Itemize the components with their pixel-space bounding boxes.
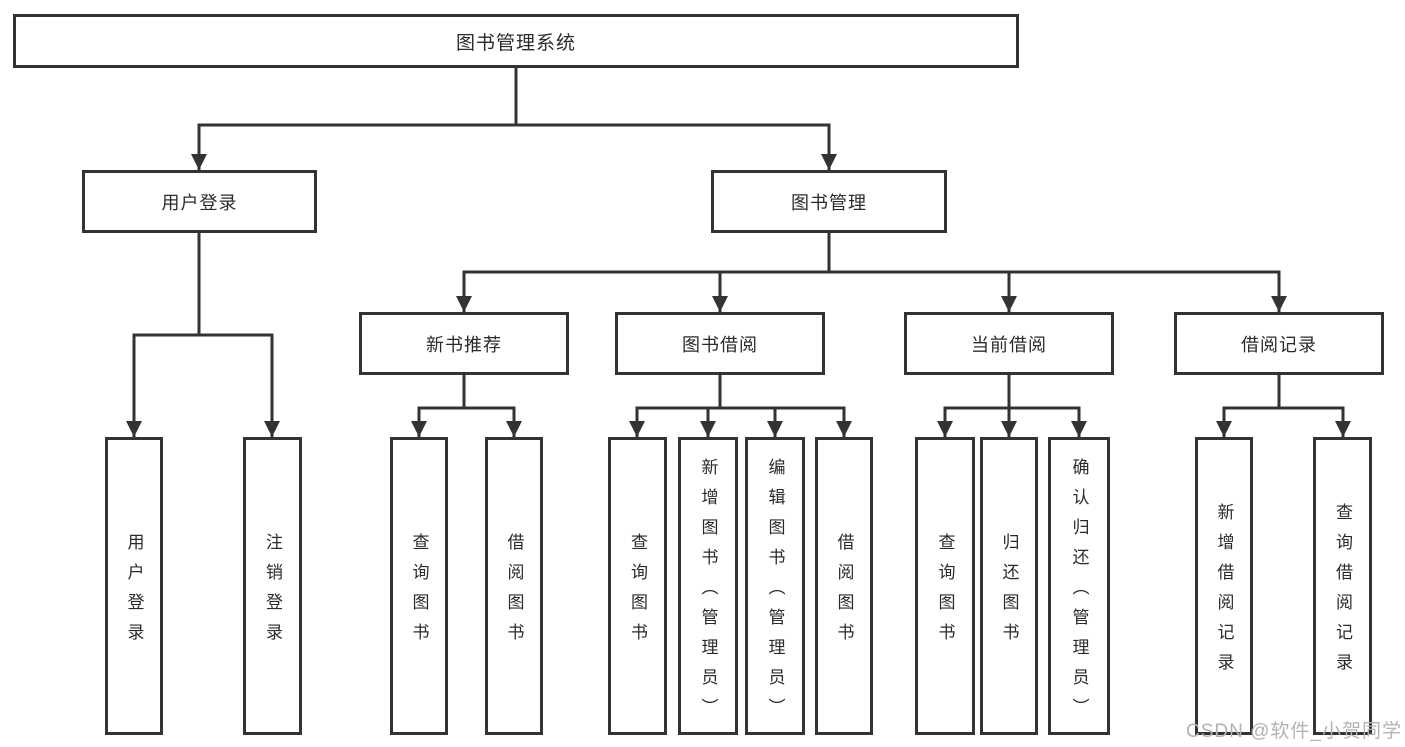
- node-rec-query-book: 查询图书: [390, 437, 448, 735]
- node-bb-query-book-label: 查询图书: [628, 532, 647, 653]
- node-new-book-rec: 新书推荐: [359, 312, 569, 375]
- node-borrow-record-label: 借阅记录: [1241, 334, 1317, 355]
- node-bb-add-book-label: 新增图书（管理员）: [698, 457, 718, 728]
- node-cb-query-book: 查询图书: [915, 437, 975, 735]
- node-br-query-record: 查询借阅记录: [1313, 437, 1372, 735]
- node-new-book-rec-label: 新书推荐: [426, 334, 502, 355]
- node-book-borrow-label: 图书借阅: [682, 334, 758, 355]
- node-borrow-record: 借阅记录: [1174, 312, 1384, 375]
- node-book-mgmt-label: 图书管理: [791, 192, 867, 213]
- node-bb-borrow-book: 借阅图书: [815, 437, 873, 735]
- tree-arrow-connectors: [126, 125, 1351, 437]
- node-root-label: 图书管理系统: [455, 32, 576, 54]
- node-bb-borrow-book-label: 借阅图书: [834, 532, 854, 653]
- node-br-query-record-label: 查询借阅记录: [1333, 502, 1352, 683]
- node-bb-query-book: 查询图书: [608, 437, 667, 735]
- node-rec-query-book-label: 查询图书: [409, 532, 429, 653]
- node-root: 图书管理系统: [13, 14, 1019, 68]
- node-cb-confirm-return: 确认归还（管理员）: [1048, 437, 1110, 735]
- node-current-borrow-label: 当前借阅: [971, 334, 1047, 355]
- node-leaf-logout-label: 注销登录: [263, 532, 282, 653]
- node-cb-confirm-return-label: 确认归还（管理员）: [1069, 457, 1089, 728]
- node-cb-return-book: 归还图书: [980, 437, 1038, 735]
- node-user-login: 用户登录: [82, 170, 317, 233]
- node-book-mgmt: 图书管理: [711, 170, 947, 233]
- node-bb-edit-book-label: 编辑图书（管理员）: [765, 457, 785, 728]
- node-br-add-record: 新增借阅记录: [1195, 437, 1253, 735]
- node-cb-query-book-label: 查询图书: [935, 532, 955, 653]
- watermark: CSDN @软件_小贺同学: [1186, 721, 1402, 742]
- node-current-borrow: 当前借阅: [904, 312, 1114, 375]
- node-rec-borrow-book: 借阅图书: [485, 437, 543, 735]
- node-leaf-user-login-label: 用户登录: [124, 532, 144, 653]
- node-br-add-record-label: 新增借阅记录: [1214, 502, 1234, 683]
- node-bb-add-book: 新增图书（管理员）: [678, 437, 738, 735]
- node-leaf-user-login: 用户登录: [105, 437, 163, 735]
- node-bb-edit-book: 编辑图书（管理员）: [745, 437, 805, 735]
- node-book-borrow: 图书借阅: [615, 312, 825, 375]
- node-user-login-label: 用户登录: [161, 192, 238, 213]
- node-cb-return-book-label: 归还图书: [999, 532, 1019, 653]
- node-rec-borrow-book-label: 借阅图书: [504, 532, 524, 653]
- tree-branch-lines: [132, 66, 1345, 410]
- node-leaf-logout: 注销登录: [243, 437, 302, 735]
